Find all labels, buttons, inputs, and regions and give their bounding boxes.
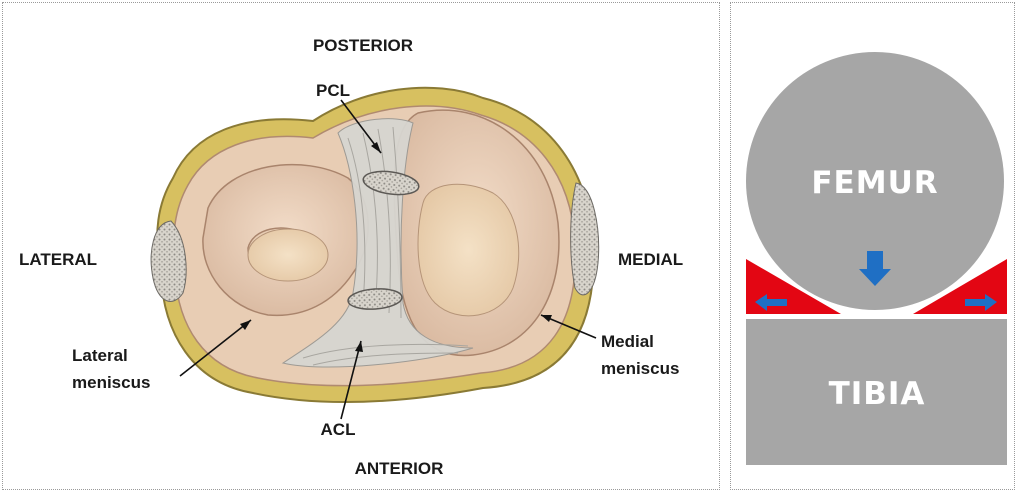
label-lateral: LATERAL [19, 250, 97, 269]
label-posterior: POSTERIOR [313, 36, 413, 55]
label-tibia: TIBIA [829, 376, 926, 412]
label-acl: ACL [321, 420, 356, 439]
label-femur: FEMUR [811, 165, 938, 201]
label-anterior: ANTERIOR [355, 459, 444, 478]
medial-side-pad [571, 183, 599, 295]
medial-articular-surface [418, 184, 519, 316]
lateral-articular-surface [248, 229, 328, 281]
knee-anatomy-panel: POSTERIOR PCL LATERAL MEDIAL Lateral men… [2, 2, 720, 490]
label-medial-meniscus-line1: Medial [601, 332, 654, 351]
label-lateral-meniscus-line1: Lateral [72, 346, 128, 365]
knee-anatomy-illustration: POSTERIOR PCL LATERAL MEDIAL Lateral men… [3, 3, 721, 491]
label-pcl: PCL [316, 81, 350, 100]
label-medial-meniscus-line2: meniscus [601, 359, 679, 378]
label-medial: MEDIAL [618, 250, 683, 269]
meniscus-mechanics-panel: FEMUR TIBIA [730, 2, 1015, 490]
label-lateral-meniscus-line2: meniscus [72, 373, 150, 392]
meniscus-mechanics-schematic: FEMUR TIBIA [731, 3, 1016, 491]
